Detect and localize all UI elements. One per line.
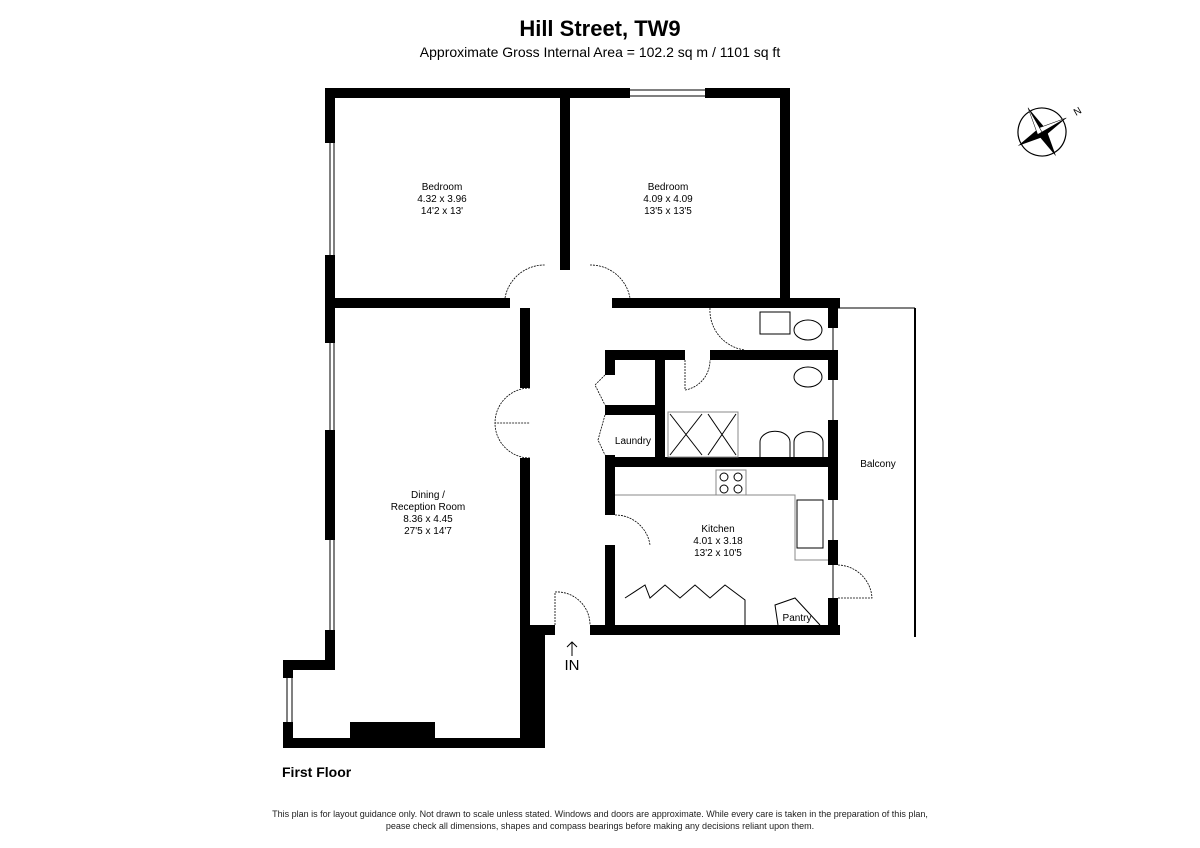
disclaimer-line-1: This plan is for layout guidance only. N… [272, 809, 928, 819]
balcony-label: Balcony [860, 459, 896, 470]
room-metric: 4.09 x 4.09 [643, 194, 693, 205]
room-metric: 8.36 x 4.45 [403, 514, 453, 525]
room-metric: 4.01 x 3.18 [693, 536, 743, 547]
room-name: Bedroom [648, 182, 689, 193]
room-imperial: 13'5 x 13'5 [644, 206, 692, 217]
entrance-label: IN [565, 657, 580, 674]
doors [494, 264, 873, 626]
room-metric: 4.32 x 3.96 [417, 194, 467, 205]
disclaimer: This plan is for layout guidance only. N… [0, 808, 1200, 832]
compass-north-label: N [1072, 105, 1084, 118]
room-imperial: 13'2 x 10'5 [694, 548, 742, 559]
entrance-arrow-icon [566, 641, 578, 656]
room-imperial: 14'2 x 13' [421, 206, 463, 217]
disclaimer-line-2: pease check all dimensions, shapes and c… [385, 821, 815, 831]
plan-title: Hill Street, TW9 [519, 16, 681, 41]
walls [283, 88, 840, 748]
room-name: Bedroom [422, 182, 463, 193]
plan-area: Approximate Gross Internal Area = 102.2 … [419, 44, 781, 60]
compass-icon [1017, 107, 1067, 157]
floor-label: First Floor [282, 764, 352, 780]
room-name-2: Reception Room [391, 502, 465, 513]
room-name: Kitchen [701, 524, 734, 535]
laundry-label: Laundry [615, 436, 651, 447]
fixtures [615, 311, 828, 626]
pantry-label: Pantry [783, 613, 812, 624]
room-imperial: 27'5 x 14'7 [404, 526, 452, 537]
windows [286, 89, 916, 722]
room-name: Dining / [411, 490, 445, 501]
